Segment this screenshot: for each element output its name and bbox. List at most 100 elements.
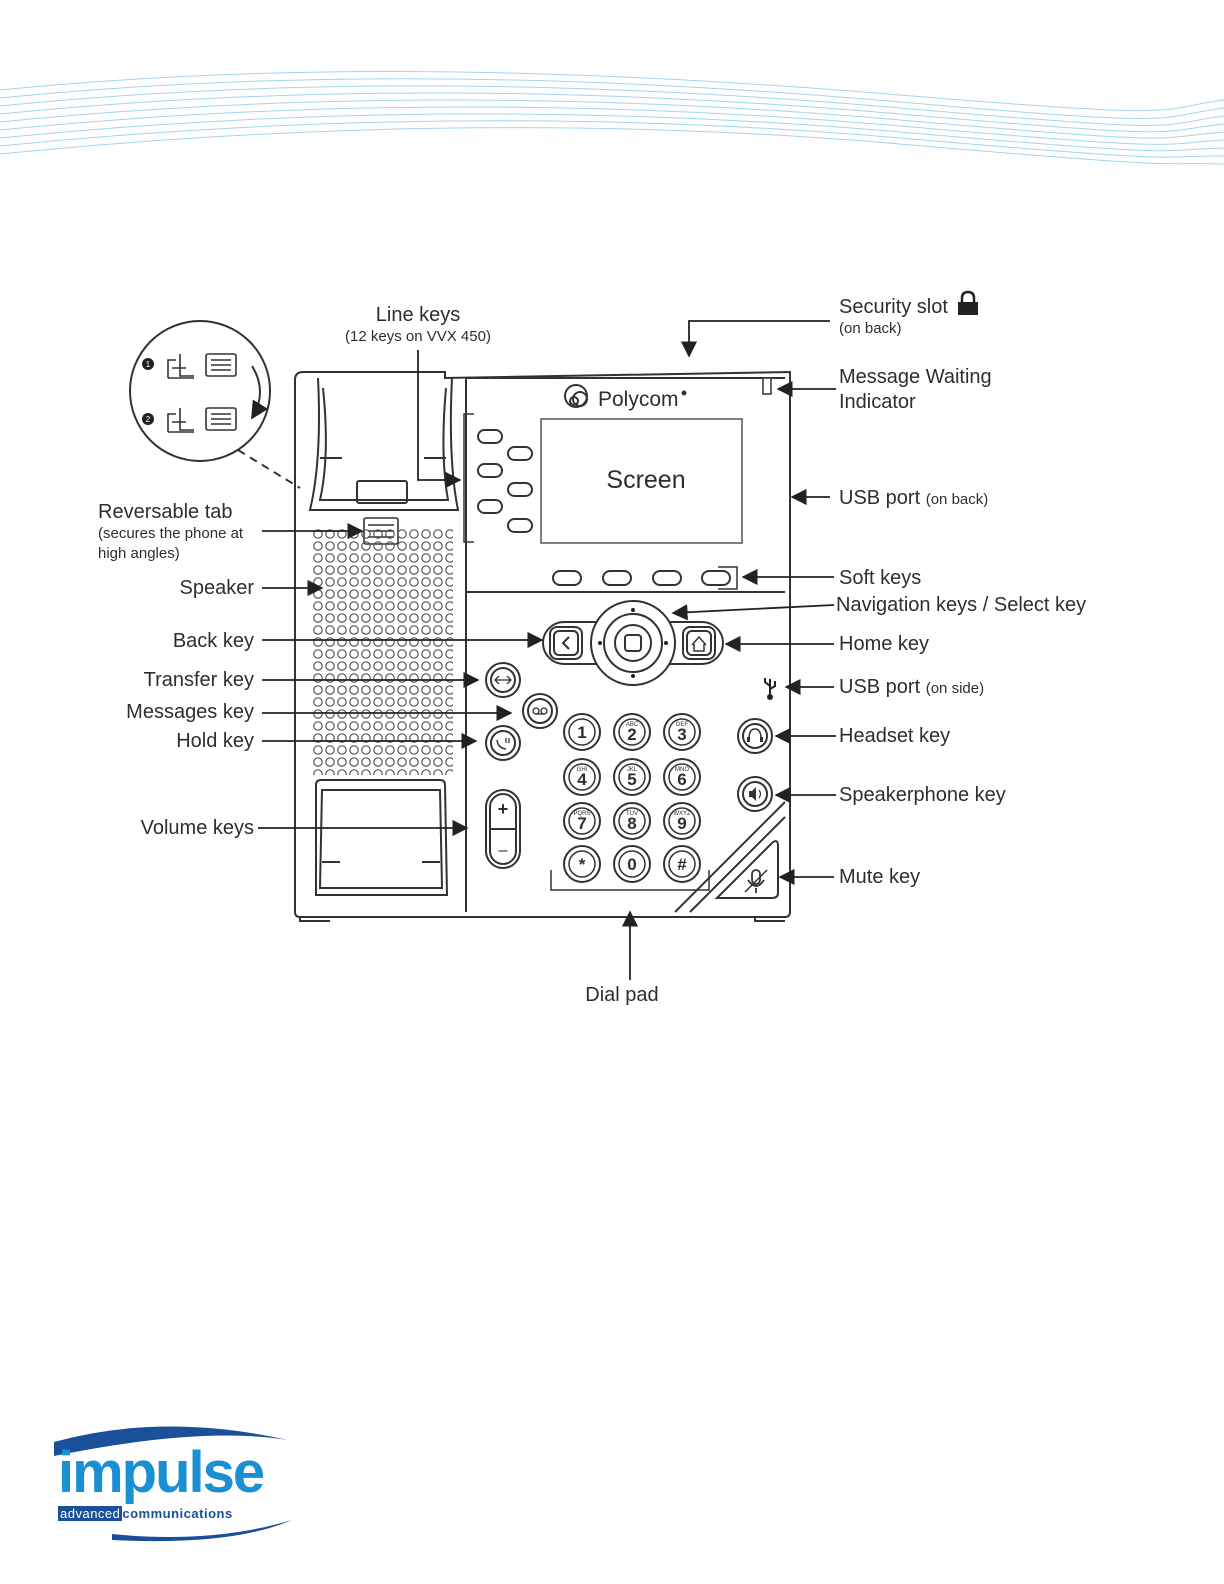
dial-key-inner-ring <box>568 807 596 835</box>
dial-key-digit: 1 <box>577 723 586 742</box>
dial-key-inner-ring <box>568 763 596 791</box>
dial-key-inner-ring <box>668 850 696 878</box>
screen-label: Screen <box>606 466 685 494</box>
label-security-slot-note: (on back) <box>839 320 902 337</box>
label-message-waiting-1: Message Waiting <box>839 366 992 388</box>
transfer-key[interactable] <box>485 662 521 698</box>
dial-key-inner-ring <box>568 850 596 878</box>
phone-body <box>294 370 791 922</box>
soft-key-4[interactable] <box>701 570 731 586</box>
dial-key-hash[interactable]: # <box>663 845 701 883</box>
volume-up-key[interactable]: + <box>498 799 509 819</box>
label-message-waiting-2: Indicator <box>839 391 916 413</box>
line-key[interactable] <box>507 482 533 497</box>
step-1-number: 1 <box>146 360 151 369</box>
dial-key-inner-ring <box>618 807 646 835</box>
volume-down-key[interactable]: – <box>499 842 508 859</box>
dial-key-inner-ring <box>618 718 646 746</box>
navigation-cluster <box>542 600 724 686</box>
dial-key-letters: PQRS <box>573 811 590 817</box>
message-waiting-indicator <box>762 377 772 395</box>
label-home-key: Home key <box>839 633 929 655</box>
label-messages-key: Messages key <box>126 701 254 723</box>
label-dial-pad: Dial pad <box>585 984 658 1006</box>
dial-key-0[interactable]: 0 <box>613 845 651 883</box>
messages-key[interactable] <box>522 693 558 729</box>
header-waves <box>0 71 1224 165</box>
label-volume-keys: Volume keys <box>141 817 254 839</box>
headset-key[interactable] <box>737 718 773 754</box>
home-key[interactable] <box>682 626 716 660</box>
dial-key-letters: GHI <box>577 767 588 773</box>
soft-key-1[interactable] <box>552 570 582 586</box>
dial-key-inner-ring <box>618 763 646 791</box>
soft-key-3[interactable] <box>652 570 682 586</box>
dial-key-letters: JKL <box>627 767 638 773</box>
step-2-number: 2 <box>146 415 151 424</box>
label-headset-key: Headset key <box>839 725 950 747</box>
dial-key-digit: 5 <box>627 770 636 789</box>
dial-key-inner-ring <box>668 807 696 835</box>
dial-pad-bracket <box>550 870 710 891</box>
dial-key-letters: ABC <box>626 722 639 728</box>
dial-key-1[interactable]: 1 <box>563 713 601 751</box>
dial-key-digit: * <box>579 855 586 874</box>
line-key[interactable] <box>507 446 533 461</box>
mute-key-area <box>674 801 786 913</box>
rotate-arrow <box>251 365 269 420</box>
select-key[interactable] <box>614 624 652 662</box>
dial-key-digit: 7 <box>577 814 586 833</box>
label-security-slot: Security slot <box>839 296 948 318</box>
back-key[interactable] <box>549 626 583 660</box>
dial-key-inner-ring <box>668 718 696 746</box>
dial-key-digit: 8 <box>627 814 636 833</box>
line-key[interactable] <box>507 518 533 533</box>
label-speaker: Speaker <box>180 577 255 599</box>
navigation-keys[interactable] <box>598 608 668 678</box>
line-keys <box>477 429 533 533</box>
label-usb-side: USB port (on side) <box>839 676 984 698</box>
dial-key-digit: 3 <box>677 725 686 744</box>
label-reversable-tab: Reversable tab <box>98 501 233 523</box>
line-keys-bracket <box>463 413 474 543</box>
label-transfer-key: Transfer key <box>144 669 254 691</box>
step-1-badge <box>142 358 154 370</box>
label-line-keys-note: (12 keys on VVX 450) <box>345 328 491 345</box>
phone-screen <box>540 418 743 544</box>
volume-keys <box>485 789 521 869</box>
soft-key-2[interactable] <box>602 570 632 586</box>
line-key[interactable] <box>477 429 503 444</box>
label-mute-key: Mute key <box>839 866 920 888</box>
label-navigation: Navigation keys / Select key <box>836 594 1086 616</box>
mute-key[interactable] <box>744 869 768 893</box>
handset-cradle <box>308 377 460 511</box>
dial-key-letters: WXYZ <box>673 811 691 817</box>
label-back-key: Back key <box>173 630 254 652</box>
tab-detail-inset: 1 2 <box>129 320 301 489</box>
dial-key-star[interactable]: * <box>563 845 601 883</box>
dial-key-letters: MNO <box>675 767 689 773</box>
handset-rest <box>315 779 449 896</box>
logo-tagline-left: advanced <box>58 1506 123 1521</box>
line-key[interactable] <box>477 463 503 478</box>
line-key[interactable] <box>477 499 503 514</box>
hold-key[interactable] <box>485 725 521 761</box>
speakerphone-key[interactable] <box>737 776 773 812</box>
label-reversable-tab-note-1: (secures the phone at <box>98 525 244 542</box>
dial-key-digit: # <box>677 855 687 874</box>
usb-icon <box>764 678 776 700</box>
label-speakerphone-key: Speakerphone key <box>839 784 1006 806</box>
label-usb-back: USB port (on back) <box>839 487 988 509</box>
dial-key-digit: 2 <box>627 725 636 744</box>
